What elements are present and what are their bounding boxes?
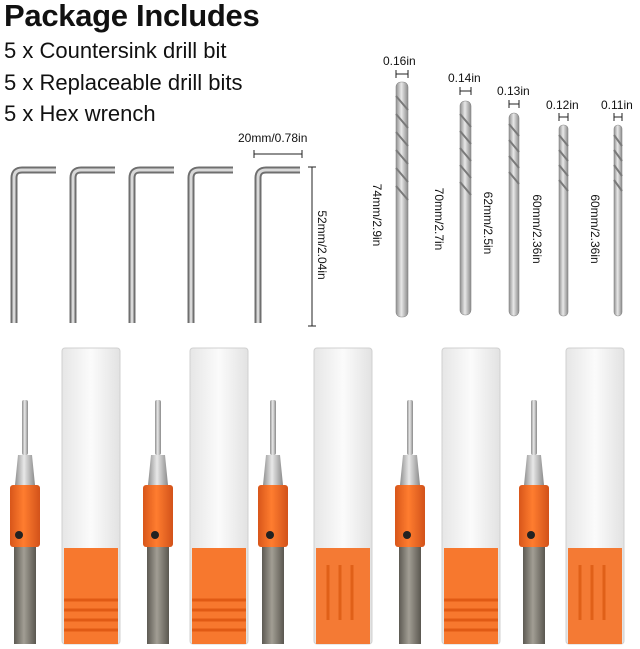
bit-4-diameter: 0.12in: [546, 98, 579, 112]
countersink-drill-bit: [10, 400, 40, 644]
page-title: Package Includes: [4, 0, 260, 33]
countersink-drill-bit: [143, 400, 173, 644]
bit-3-diameter: 0.13in: [497, 84, 530, 98]
wrench-width-label: 20mm/0.78in: [238, 131, 308, 145]
storage-case: [441, 347, 501, 645]
drill-bit: [558, 124, 569, 317]
storage-case: [189, 347, 249, 645]
countersink-drill-bit: [258, 400, 288, 644]
hex-wrench: [69, 166, 115, 323]
bit-5-diameter: 0.11in: [601, 98, 633, 112]
storage-case: [313, 347, 373, 645]
wrench-width-dimension-line: [253, 150, 303, 158]
drill-bit: [613, 124, 623, 317]
item-replaceable-bits: 5 x Replaceable drill bits: [4, 70, 243, 95]
item-hex-wrench: 5 x Hex wrench: [4, 101, 156, 126]
wrench-length-dimension-line: [308, 166, 316, 327]
drill-bit: [508, 112, 520, 317]
item-countersink-bits: 5 x Countersink drill bit: [4, 38, 227, 63]
bit-2-diameter: 0.14in: [448, 71, 481, 85]
diameter-marker: [395, 70, 623, 121]
bit-1-diameter: 0.16in: [383, 54, 416, 68]
hex-wrench: [10, 166, 56, 323]
countersink-drill-bit: [519, 400, 549, 644]
storage-case: [61, 347, 121, 645]
storage-case: [565, 347, 625, 645]
hex-wrench: [254, 166, 300, 323]
hex-wrench: [128, 166, 174, 323]
hex-wrench: [187, 166, 233, 323]
countersink-drill-bit: [395, 400, 425, 644]
drill-bit: [459, 100, 472, 316]
drill-bit: [395, 81, 409, 318]
